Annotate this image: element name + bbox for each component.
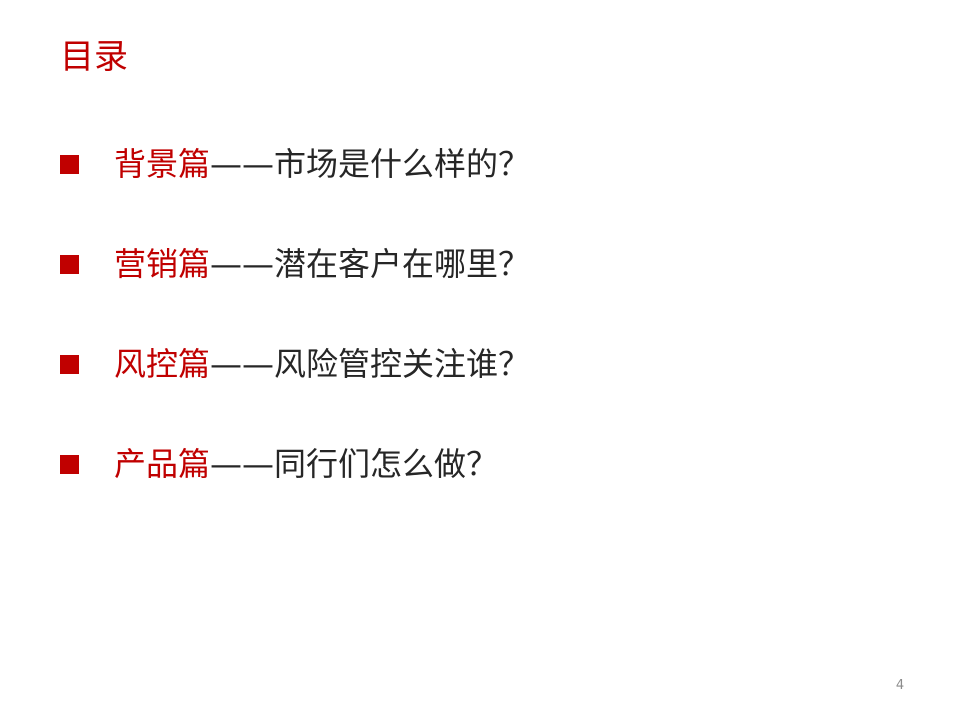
slide-title: 目录 <box>60 37 128 77</box>
square-bullet-icon <box>60 254 79 274</box>
section-question: 同行们怎么做？ <box>274 445 499 483</box>
section-name: 风控篇 <box>114 345 211 383</box>
section-separator: —— <box>210 445 275 483</box>
section-name: 背景篇 <box>114 145 211 183</box>
section-question: 潜在客户在哪里？ <box>274 245 531 283</box>
agenda-item-background: 背景篇——市场是什么样的？ <box>60 134 920 194</box>
section-question: 市场是什么样的？ <box>274 145 531 183</box>
agenda-item-text: 产品篇——同行们怎么做？ <box>114 434 498 494</box>
page-number: 4 <box>895 678 905 693</box>
agenda-list: 背景篇——市场是什么样的？ 营销篇——潜在客户在哪里？ 风控篇——风险管控关注谁… <box>60 134 920 534</box>
section-name: 产品篇 <box>114 445 211 483</box>
agenda-item-risk-control: 风控篇——风险管控关注谁？ <box>60 334 920 394</box>
square-bullet-icon <box>60 154 79 174</box>
agenda-item-text: 风控篇——风险管控关注谁？ <box>114 334 530 394</box>
agenda-item-product: 产品篇——同行们怎么做？ <box>60 434 920 494</box>
section-separator: —— <box>210 345 275 383</box>
section-separator: —— <box>210 245 275 283</box>
section-name: 营销篇 <box>114 245 211 283</box>
agenda-item-text: 营销篇——潜在客户在哪里？ <box>114 234 530 294</box>
square-bullet-icon <box>60 454 79 474</box>
section-question: 风险管控关注谁？ <box>274 345 531 383</box>
agenda-item-text: 背景篇——市场是什么样的？ <box>114 134 530 194</box>
square-bullet-icon <box>60 354 79 374</box>
agenda-item-marketing: 营销篇——潜在客户在哪里？ <box>60 234 920 294</box>
section-separator: —— <box>210 145 275 183</box>
